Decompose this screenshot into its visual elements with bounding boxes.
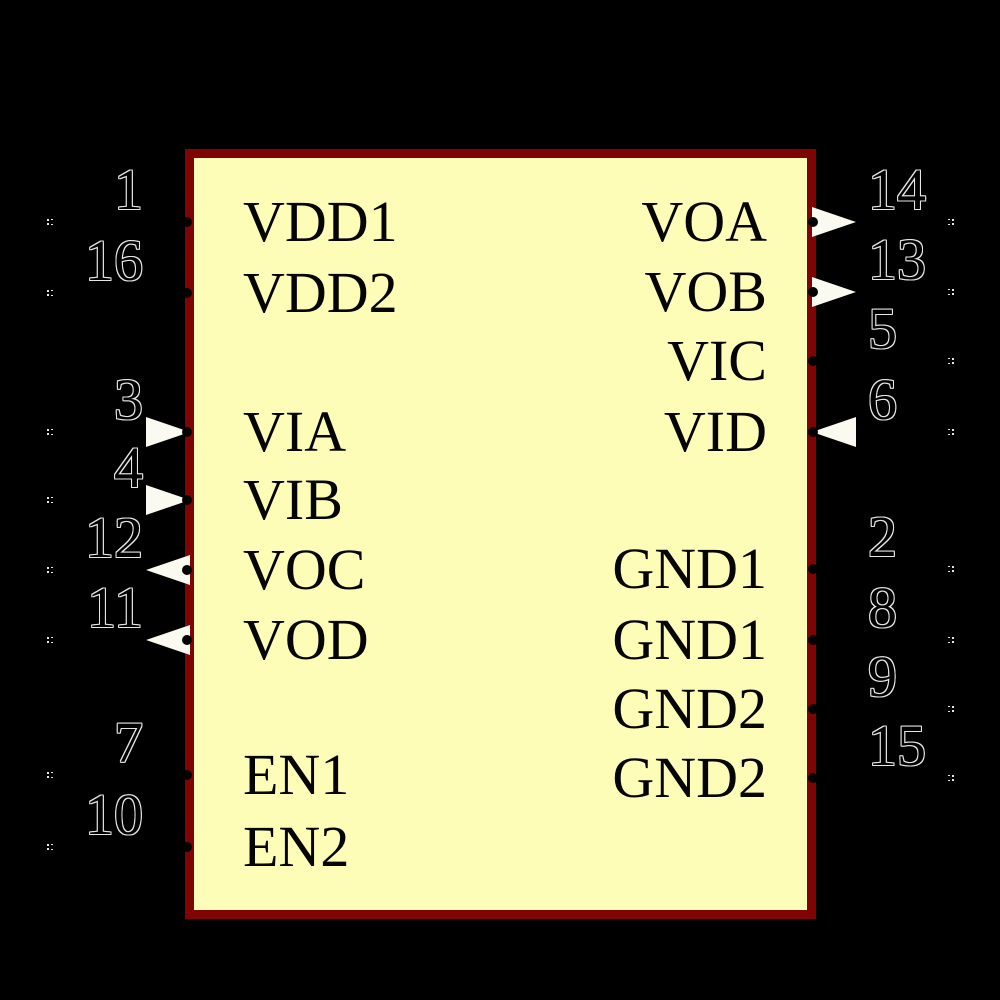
pin-wire (50, 845, 187, 849)
pin-dot (182, 288, 192, 298)
pin-dot (808, 356, 818, 366)
pin-label: GND1 (612, 607, 767, 672)
pin-label: VDD1 (243, 189, 398, 254)
pin-wire (50, 568, 187, 572)
pin-dot (808, 564, 818, 574)
pin-dot (808, 287, 818, 297)
pin-dot (182, 565, 192, 575)
pin-dot (182, 842, 192, 852)
output-arrow-icon (812, 277, 856, 307)
pin-end-marker (47, 637, 49, 639)
pin-number: 9 (868, 644, 897, 709)
pin-number: 12 (85, 505, 143, 570)
pin-label: GND2 (612, 676, 767, 741)
pin-number: 6 (868, 367, 897, 432)
pin-label: GND1 (612, 536, 767, 601)
pin-label: VOB (644, 259, 767, 324)
pin-wire (813, 220, 950, 224)
pin-end-marker (47, 290, 49, 292)
pin-number: 7 (114, 710, 143, 775)
pin-wire (813, 638, 950, 642)
pin-label: VOC (243, 537, 366, 602)
pin-dot (808, 635, 818, 645)
pin-number: 14 (868, 157, 926, 222)
pin-label: GND2 (612, 745, 767, 810)
pin-label: EN1 (243, 742, 350, 807)
output-arrow-icon (812, 207, 856, 237)
pin-dot (808, 704, 818, 714)
pin-wire (50, 291, 187, 295)
pin-label: VDD2 (243, 260, 398, 325)
pin-dot (808, 773, 818, 783)
pin-label: VOD (243, 607, 369, 672)
pin-label: VID (663, 399, 767, 464)
pin-number: 11 (87, 575, 143, 640)
pin-number: 1 (114, 157, 143, 222)
pin-number: 16 (85, 228, 143, 293)
pin-end-marker (47, 567, 49, 569)
pin-number: 2 (868, 504, 897, 569)
pin-number: 4 (114, 435, 143, 500)
pin-wire (50, 220, 187, 224)
pin-number: 15 (868, 713, 926, 778)
input-arrow-icon (812, 417, 856, 447)
pin-wire (813, 290, 950, 294)
pin-number: 5 (868, 296, 897, 361)
pin-wire (813, 359, 950, 363)
pin-dot (182, 427, 192, 437)
pin-wire (813, 430, 950, 434)
pin-end-marker (47, 219, 49, 221)
pin-wire (813, 707, 950, 711)
pin-wire (50, 773, 187, 777)
pin-end-marker (47, 844, 49, 846)
pin-dot (182, 217, 192, 227)
pin-wire (50, 638, 187, 642)
chip-body[interactable] (185, 149, 816, 919)
pin-end-marker (47, 497, 49, 499)
pin-dot (182, 495, 192, 505)
pin-end-marker (47, 429, 49, 431)
pin-label: EN2 (243, 814, 350, 879)
pin-label: VIA (243, 399, 347, 464)
pin-dot (182, 770, 192, 780)
pin-dot (808, 427, 818, 437)
pin-label: VIB (243, 467, 343, 532)
pin-number: 8 (868, 575, 897, 640)
pin-wire (50, 498, 187, 502)
pin-end-marker (47, 772, 49, 774)
pin-number: 10 (85, 782, 143, 847)
pin-wire (813, 776, 950, 780)
pin-wire (50, 430, 187, 434)
pin-wire (813, 567, 950, 571)
pin-label: VOA (641, 189, 767, 254)
pin-dot (808, 217, 818, 227)
pin-number: 13 (868, 227, 926, 292)
pin-number: 3 (114, 367, 143, 432)
pin-dot (182, 635, 192, 645)
pin-label: VIC (667, 328, 767, 393)
